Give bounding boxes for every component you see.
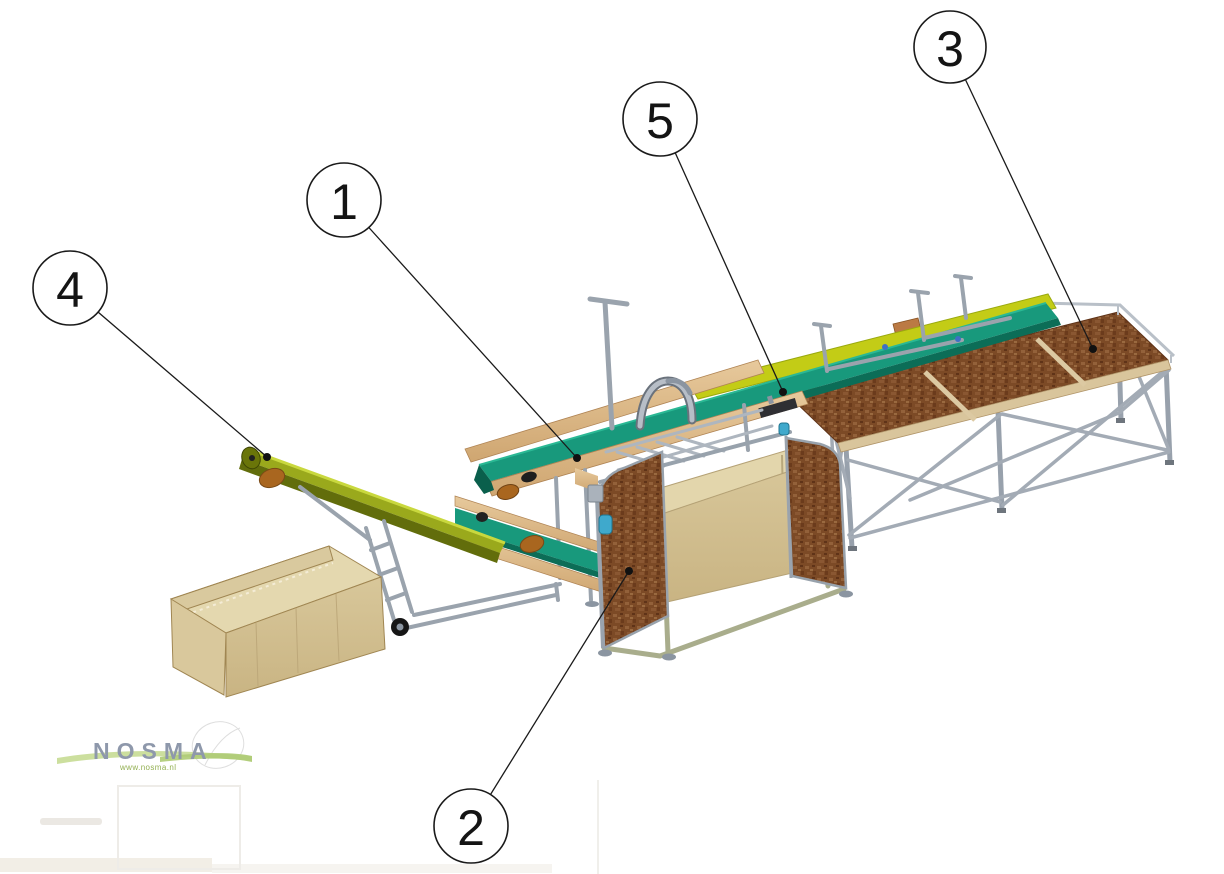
callout-4-circle (32, 250, 108, 326)
t-post (587, 296, 630, 431)
callout-4-target-dot (263, 453, 271, 461)
far-side-board (464, 359, 765, 463)
nosma-logo: NOSMA www.nosma.nl (57, 721, 252, 772)
lower-belt-pulley (476, 512, 488, 522)
crate-left-face (170, 598, 227, 696)
callout-3-target-dot (1089, 345, 1097, 353)
callout-5-target-dot (779, 388, 787, 396)
incline-tail-roller (519, 535, 545, 553)
callout-3-label: 3 (936, 21, 964, 77)
callout-1-circle (306, 162, 382, 238)
chartreuse-guide (689, 293, 1057, 400)
callout-3: 3 (913, 10, 1097, 353)
near-side-board (485, 390, 809, 497)
belt-teal (479, 303, 1058, 481)
right-wood-panel (784, 436, 848, 590)
callouts: 1 2 3 4 5 (32, 10, 1097, 864)
table-front-rim (837, 359, 1172, 453)
logo-url: www.nosma.nl (119, 763, 176, 772)
guide-clamp-blue (955, 336, 961, 342)
incline-belt-side (239, 459, 500, 563)
callout-4: 4 (32, 250, 271, 461)
wooden-crate (169, 545, 386, 698)
machine-foot (839, 590, 853, 598)
hold-down-roller (521, 471, 537, 483)
blue-knob (598, 514, 613, 535)
outfeed-table (787, 301, 1176, 551)
guide-clamp-blue (882, 344, 888, 350)
machine-foot (662, 653, 676, 661)
callout-4-label: 4 (56, 262, 84, 318)
scan-artifacts (0, 780, 599, 874)
logo-wordmark: NOSMA (93, 738, 214, 764)
blue-clamp (778, 422, 790, 436)
callout-5-circle (622, 81, 698, 157)
incline-support (298, 485, 562, 631)
callout-1: 1 (306, 162, 581, 462)
control-box (587, 484, 604, 503)
end-roller-brown (496, 484, 520, 500)
belt-end-fold (474, 465, 494, 494)
table-dividers (923, 337, 1087, 422)
callout-3-circle (913, 10, 987, 84)
table-feet (848, 418, 1174, 551)
callout-2-circle (433, 788, 509, 864)
callout-2: 2 (433, 567, 633, 864)
belt-sensor (758, 397, 798, 419)
incline-belt-top (242, 449, 505, 553)
incline-conveyor (239, 446, 562, 636)
tipping-machine (575, 376, 853, 661)
callout-2-target-dot (625, 567, 633, 575)
machine-foot (598, 649, 612, 657)
callout-1-target-dot (573, 454, 581, 462)
callout-5: 5 (622, 81, 787, 396)
arch-handle (635, 376, 697, 431)
crate-front-face (225, 576, 386, 698)
left-wood-panel (596, 450, 670, 650)
incline-head-roller (258, 467, 286, 489)
callout-5-label: 5 (646, 93, 674, 149)
guide-posts (812, 274, 1012, 373)
logo-swoosh-dark (160, 753, 252, 762)
callout-2-label: 2 (457, 800, 485, 856)
support-foot (585, 601, 599, 607)
callout-1-label: 1 (330, 174, 358, 230)
